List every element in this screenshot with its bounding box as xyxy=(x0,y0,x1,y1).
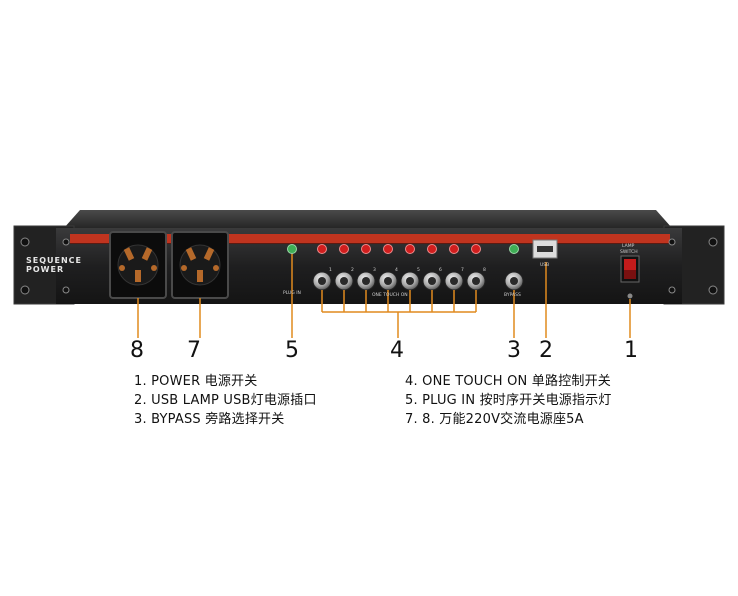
plug-in-label: PLUG IN xyxy=(283,290,301,296)
model-label-line2: POWER xyxy=(26,265,64,274)
ac-outlet-8 xyxy=(109,231,167,299)
one-touch-label: ONE TOUCH ON xyxy=(372,292,408,298)
legend-left: 1. POWER 电源开关 2. USB LAMP USB灯电源插口 3. BY… xyxy=(134,372,317,429)
legend-right: 4. ONE TOUCH ON 单路控制开关 5. PLUG IN 按时序开关电… xyxy=(405,372,612,429)
callout-number-2: 2 xyxy=(539,338,553,363)
lamp-switch-label-line2: SWITCH xyxy=(620,249,638,255)
power-switch[interactable] xyxy=(620,255,640,283)
bypass-button[interactable] xyxy=(504,271,524,291)
rack-screws xyxy=(20,237,718,295)
channel-number: 2 xyxy=(351,267,354,273)
callout-number-4: 4 xyxy=(390,338,404,363)
ac-outlet-7 xyxy=(171,231,229,299)
legend-item-plug-in: 5. PLUG IN 按时序开关电源指示灯 xyxy=(405,393,612,408)
channel-number: 8 xyxy=(483,267,486,273)
power-indicator-dot xyxy=(627,293,633,299)
lamp-switch-label-line1: LAMP xyxy=(622,243,635,249)
callout-number-7: 7 xyxy=(187,338,201,363)
bypass-led xyxy=(509,244,519,254)
usb-port[interactable] xyxy=(532,239,558,259)
channel-number: 5 xyxy=(417,267,420,273)
callout-lines xyxy=(137,254,631,338)
bypass-label: BYPASS xyxy=(504,292,521,298)
legend-item-ac-outlets: 7. 8. 万能220V交流电源座5A xyxy=(405,412,584,427)
channel-number: 7 xyxy=(461,267,464,273)
plug-in-led xyxy=(287,244,297,254)
channel-number: 4 xyxy=(395,267,398,273)
legend-item-power: 1. POWER 电源开关 xyxy=(134,374,258,389)
one-touch-buttons[interactable] xyxy=(312,271,486,291)
usb-label: USB xyxy=(540,262,549,268)
channel-number: 3 xyxy=(373,267,376,273)
callout-number-5: 5 xyxy=(285,338,299,363)
callout-number-1: 1 xyxy=(624,338,638,363)
channel-leds xyxy=(317,244,481,254)
model-label-line1: SEQUENCE xyxy=(26,256,82,265)
channel-number: 1 xyxy=(329,267,332,273)
callout-number-8: 8 xyxy=(130,338,144,363)
channel-number: 6 xyxy=(439,267,442,273)
callout-number-3: 3 xyxy=(507,338,521,363)
channel-number-labels: 1 2 3 4 5 6 7 8 xyxy=(329,267,486,273)
legend-item-one-touch: 4. ONE TOUCH ON 单路控制开关 xyxy=(405,374,612,389)
red-accent-stripe xyxy=(70,234,670,243)
chassis-top xyxy=(64,210,672,228)
legend-item-usb-lamp: 2. USB LAMP USB灯电源插口 xyxy=(134,393,317,408)
legend-item-bypass: 3. BYPASS 旁路选择开关 xyxy=(134,412,285,427)
